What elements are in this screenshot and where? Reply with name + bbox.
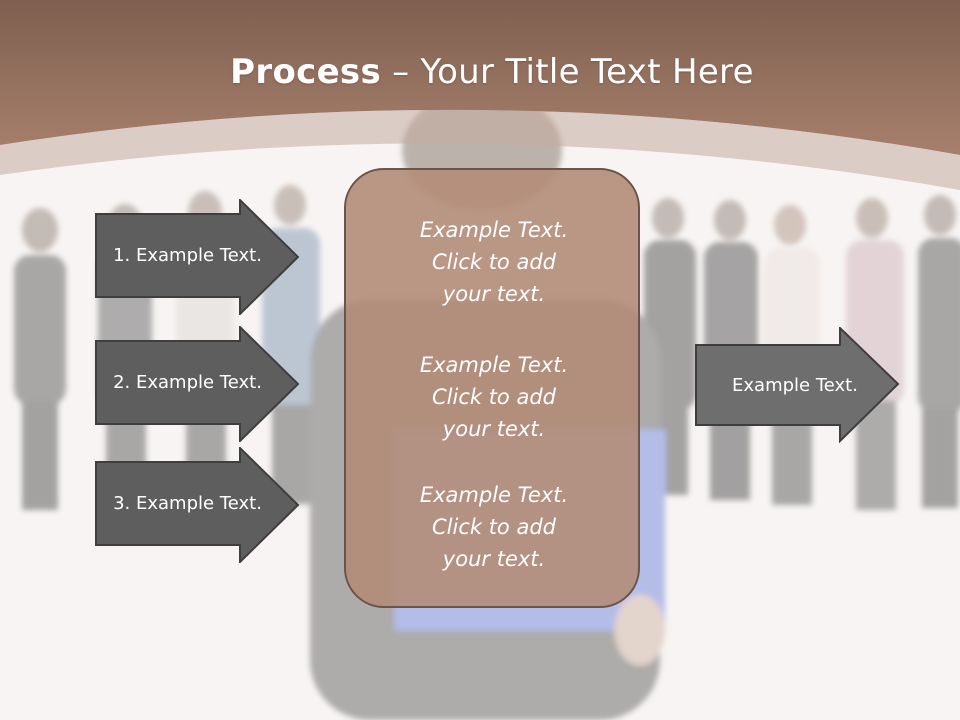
center-text-box[interactable]: Example Text. Click to add your text. Ex… — [344, 168, 640, 608]
center-item-2: Example Text. Click to add your text. — [346, 349, 642, 445]
center-item-3: Example Text. Click to add your text. — [346, 479, 642, 575]
slide-title: Process – Your Title Text Here — [0, 52, 960, 92]
left-arrow-3[interactable]: 3. Example Text. — [95, 447, 300, 563]
item-line-2: Click to add — [431, 515, 556, 539]
arrow-shape-icon — [95, 326, 300, 442]
item-line-1: Example Text. — [419, 483, 569, 507]
item-line-3: your text. — [442, 547, 546, 571]
arrow-label: Example Text. — [732, 374, 858, 396]
item-line-2: Click to add — [431, 385, 556, 409]
left-arrow-1[interactable]: 1. Example Text. — [95, 199, 300, 315]
arrow-label: 3. Example Text. — [113, 493, 262, 514]
item-line-1: Example Text. — [419, 218, 569, 242]
item-line-3: your text. — [442, 417, 546, 441]
title-rest: – Your Title Text Here — [381, 52, 754, 92]
arrow-label: 2. Example Text. — [113, 372, 262, 393]
arrow-shape-icon — [695, 327, 900, 443]
center-item-1: Example Text. Click to add your text. — [346, 214, 642, 310]
arrow-label: 1. Example Text. — [113, 245, 262, 266]
header-banner — [0, 0, 960, 190]
left-arrow-2[interactable]: 2. Example Text. — [95, 326, 300, 442]
arrow-shape-icon — [95, 199, 300, 315]
item-line-1: Example Text. — [419, 353, 569, 377]
arrow-shape-icon — [95, 447, 300, 563]
title-bold: Process — [230, 52, 382, 92]
right-arrow[interactable]: Example Text. — [695, 327, 900, 443]
item-line-3: your text. — [442, 282, 546, 306]
item-line-2: Click to add — [431, 250, 556, 274]
